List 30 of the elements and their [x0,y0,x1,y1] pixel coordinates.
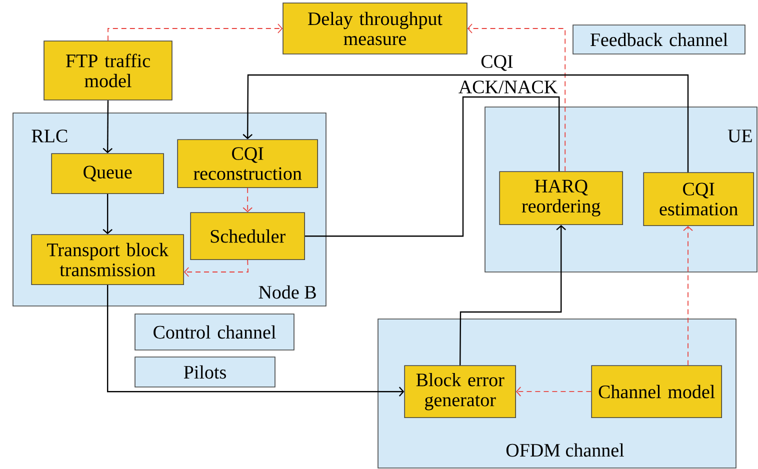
process-box: FTP traffic model [44,40,172,100]
arrow [102,194,112,234]
process-box: CQI reconstruction [177,139,318,188]
channel-box: Control channel [134,314,294,350]
group-title: UE [728,130,752,142]
arrow [460,225,566,366]
process-box: Channel model [591,365,722,418]
process-box: Transport block transmission [31,234,184,285]
process-box: Block error generator [404,365,516,418]
group-title: RLC [32,130,68,142]
arrow [516,386,592,397]
arrow [467,24,566,172]
process-box: Queue [51,153,164,194]
process-box: HARQ reordering [499,171,623,225]
process-box: Delay throughput measure [282,2,468,54]
process-box: CQI estimation [643,172,754,226]
edge-label: ACK/NACK [457,80,559,94]
arrow [242,74,689,172]
arrow [107,285,404,396]
arrow [108,24,283,42]
process-box: Scheduler [190,212,305,260]
arrow [242,188,253,212]
arrow [683,226,693,366]
arrow [102,100,113,154]
channel-box: Feedback channel [572,24,746,54]
group-title: OFDM channel [506,443,624,457]
group-title: Node B [258,285,316,299]
channel-box: Pilots [134,356,276,388]
arrow [184,260,248,277]
edge-label: CQI [480,54,514,72]
